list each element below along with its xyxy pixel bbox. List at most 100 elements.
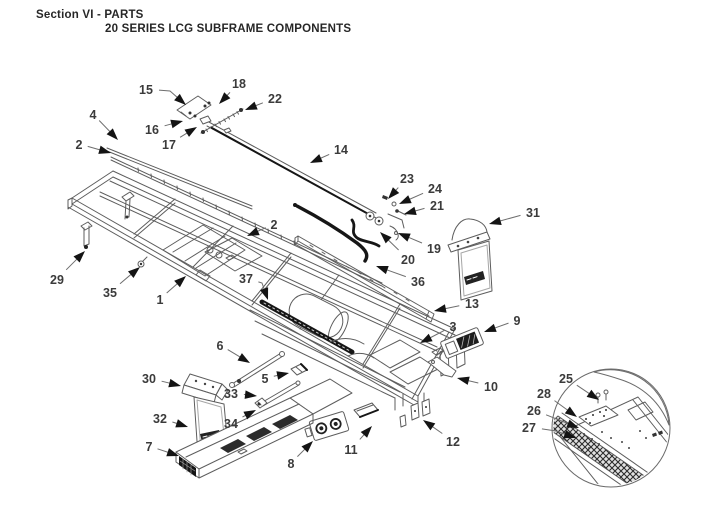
leader-line (431, 425, 443, 434)
detail-circle (551, 368, 671, 488)
leader-line (319, 153, 330, 159)
callout-35-35: 35 (103, 267, 140, 300)
leader-line (258, 281, 265, 290)
leader-arrowhead (423, 420, 436, 431)
leader-arrowhead (170, 119, 183, 129)
section-heading: Section VI - PARTS (36, 9, 144, 21)
callout-7-7: 7 (146, 440, 179, 457)
callout-28-28: 28 (537, 387, 577, 417)
callout-number: 23 (400, 172, 414, 186)
callout-number: 26 (527, 404, 541, 418)
callout-number: 8 (288, 457, 295, 471)
leader-arrowhead (388, 187, 400, 199)
leader-arrowhead (168, 378, 181, 388)
leader-arrowhead (420, 333, 433, 343)
callout-23-23: 23 (388, 172, 414, 199)
callout-number: 6 (217, 339, 224, 353)
leader-line (164, 123, 173, 127)
callout-10-10: 10 (457, 376, 498, 394)
leader-arrowhead (404, 206, 417, 215)
latch-arm-part10 (427, 356, 457, 378)
leader-arrowhead (174, 93, 186, 105)
callout-21-21: 21 (404, 199, 444, 215)
leader-arrowhead (174, 276, 186, 288)
leader-arrowhead (276, 371, 289, 380)
callout-18-18: 18 (219, 77, 246, 104)
callout-number: 33 (224, 387, 238, 401)
callout-number: 2 (271, 218, 278, 232)
leader-arrowhead (175, 419, 188, 428)
callout-4-4: 4 (90, 108, 118, 140)
leader-arrowhead (380, 232, 392, 244)
leader-line (467, 380, 479, 384)
line-art (67, 95, 671, 488)
leader-arrowhead (260, 287, 269, 300)
callout-number: 12 (446, 435, 460, 449)
callout-number: 14 (334, 143, 348, 157)
callout-number: 5 (262, 372, 269, 386)
leader-arrowhead (184, 127, 197, 137)
callout-3-3: 3 (420, 320, 457, 343)
callout-number: 15 (139, 83, 153, 97)
callout-20-20: 20 (380, 232, 415, 267)
leader-line (429, 329, 446, 339)
callout-14-14: 14 (310, 143, 348, 163)
plates-part12 (399, 398, 431, 428)
callout-number: 34 (224, 417, 238, 431)
leader-line (158, 89, 179, 99)
leader-arrowhead (566, 419, 579, 428)
callout-26-26: 26 (527, 404, 579, 428)
leader-arrowhead (237, 353, 250, 363)
leader-line (576, 384, 591, 395)
leader-arrowhead (219, 92, 231, 104)
callout-number: 31 (526, 206, 540, 220)
leader-arrowhead (360, 426, 372, 438)
callout-19-19: 19 (398, 233, 441, 256)
light-bar-part9 (431, 327, 484, 359)
leader-arrowhead (489, 216, 502, 225)
leader-line (87, 145, 101, 151)
callout-15-15: 15 (139, 83, 186, 105)
callout-number: 16 (145, 123, 159, 137)
leader-line (554, 400, 569, 411)
leader-arrowhead (563, 430, 576, 439)
callout-number: 3 (450, 320, 457, 334)
angle-strip-part4 (106, 147, 253, 210)
leader-arrowhead (399, 195, 412, 204)
leader-line (256, 227, 267, 232)
callout-number: 10 (484, 380, 498, 394)
leader-arrowhead (245, 101, 258, 110)
callout-6-6: 6 (217, 339, 250, 363)
leader-line (386, 269, 406, 278)
leader-arrowhead (243, 410, 256, 420)
tail-light-part8 (304, 411, 350, 441)
leader-line (255, 102, 264, 107)
callout-16-16: 16 (145, 119, 183, 137)
callout-32-32: 32 (153, 412, 188, 428)
callout-number: 21 (430, 199, 444, 213)
wedge-part11 (353, 402, 379, 418)
leader-line (359, 433, 365, 440)
leader-line (297, 448, 306, 457)
callout-number: 18 (232, 77, 246, 91)
leader-arrowhead (73, 251, 85, 263)
leader-line (166, 282, 179, 294)
cylinder-rail-part14 (199, 115, 384, 226)
callout-number: 4 (90, 108, 97, 122)
callout-22-22: 22 (245, 92, 282, 110)
callout-27-27: 27 (522, 421, 576, 439)
callout-number: 29 (50, 273, 64, 287)
callout-31-31: 31 (489, 206, 540, 225)
callout-number: 13 (465, 297, 479, 311)
cable-part36 (293, 203, 369, 263)
diagram-title: 20 SERIES LCG SUBFRAME COMPONENTS (105, 23, 352, 35)
leader-line (98, 120, 111, 133)
cylinder-mount-platform (162, 224, 263, 282)
leader-line (408, 236, 423, 244)
callout-2-2: 2 (247, 218, 278, 236)
leader-line (444, 305, 460, 310)
callout-9-9: 9 (484, 314, 521, 332)
leader-arrowhead (484, 323, 497, 332)
rod-part6 (229, 351, 285, 388)
